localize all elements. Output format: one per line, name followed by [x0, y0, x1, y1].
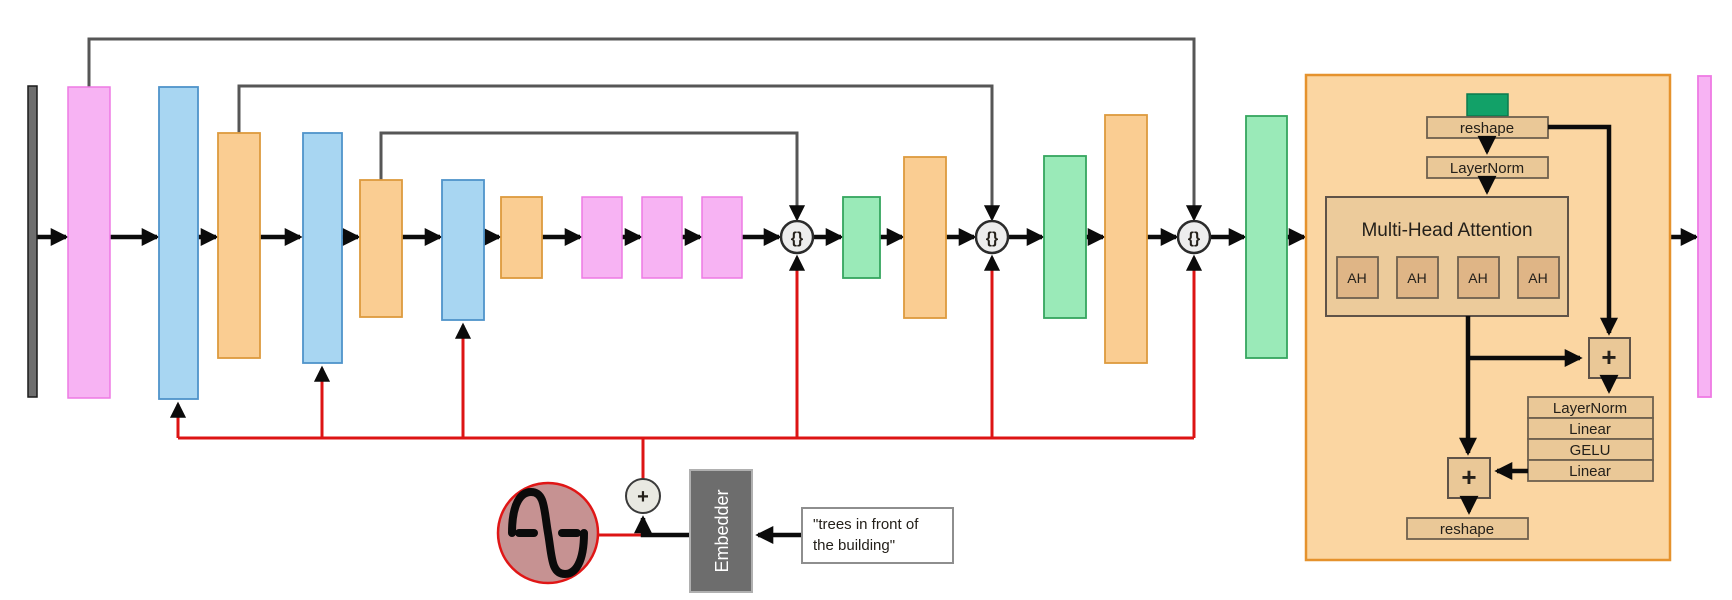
skip-connection-outer — [87, 37, 1203, 222]
mlp-linear2-label: Linear — [1569, 463, 1611, 480]
reshape-in-label: reshape — [1460, 120, 1514, 137]
enc-pink-bar-1 — [67, 86, 111, 399]
layernorm-in-label: LayerNorm — [1450, 160, 1524, 177]
dec-conv-bar-3 — [1245, 115, 1288, 359]
skip-connection-middle — [237, 84, 1001, 222]
attention-head-label-2: AH — [1407, 270, 1426, 286]
mlp-layernorm-label: LayerNorm — [1553, 400, 1627, 417]
concat-node-1: {} — [779, 219, 815, 255]
attention-head-box-2 — [1396, 256, 1439, 299]
residual-plus-label: + — [1601, 342, 1616, 372]
concat-node-label: {} — [986, 230, 998, 247]
enc-conv-bar-1 — [158, 86, 199, 400]
embedder-label: Embedder — [712, 489, 732, 572]
bottleneck-bar-1 — [581, 196, 623, 279]
conditioning-sum-node: + — [625, 478, 661, 514]
residual-line — [1548, 124, 1618, 336]
output-plus-label: + — [1461, 462, 1476, 492]
sine-wave-icon — [508, 487, 588, 579]
dec-conv-bar-1 — [842, 196, 881, 279]
skip-connection-inner — [379, 131, 806, 222]
reshape-out-box — [1406, 517, 1529, 540]
prompt-line-2: the building" — [813, 537, 895, 554]
attention-head-box-4 — [1517, 256, 1560, 299]
dec-conv-bar-2 — [1043, 155, 1087, 319]
conditioning-sum-label: + — [637, 486, 649, 508]
prompt-box: "trees in front of the building" — [801, 507, 954, 564]
attention-head-label-4: AH — [1528, 270, 1547, 286]
bottleneck-bar-3 — [701, 196, 743, 279]
bottleneck-bar-2 — [641, 196, 683, 279]
embedder-output-line — [634, 515, 690, 538]
enc-conv-bar-2 — [302, 132, 343, 364]
enc-down-bar-3 — [500, 196, 543, 279]
timestep-embedding-node — [496, 481, 600, 585]
reshape-out-label: reshape — [1440, 521, 1494, 538]
residual-plus-box — [1588, 337, 1631, 379]
mlp-linear1-label: Linear — [1569, 421, 1611, 438]
attention-head-box-1 — [1336, 256, 1379, 299]
attention-block: reshape LayerNorm Multi-Head Attention A… — [1304, 73, 1672, 562]
concat-node-3: {} — [1176, 219, 1212, 255]
enc-down-bar-1 — [217, 132, 261, 359]
mlp-gelu-label: GELU — [1570, 442, 1611, 459]
attention-head-box-3 — [1457, 256, 1500, 299]
dec-up-bar-2 — [1104, 114, 1148, 364]
concat-node-label: {} — [791, 230, 803, 247]
feature-map-chip — [1466, 93, 1509, 117]
enc-conv-bar-3 — [441, 179, 485, 321]
input-image-bar — [27, 85, 38, 398]
concat-node-2: {} — [974, 219, 1010, 255]
prompt-line-1: "trees in front of — [813, 516, 919, 533]
output-image-bar — [1697, 75, 1712, 398]
concat-node-label: {} — [1188, 230, 1200, 247]
embedder-box: Embedder — [689, 469, 753, 593]
dec-up-bar-1 — [903, 156, 947, 319]
attention-head-label-1: AH — [1347, 270, 1366, 286]
attention-head-label-3: AH — [1468, 270, 1487, 286]
mha-title: Multi-Head Attention — [1361, 220, 1532, 241]
enc-down-bar-2 — [359, 179, 403, 318]
